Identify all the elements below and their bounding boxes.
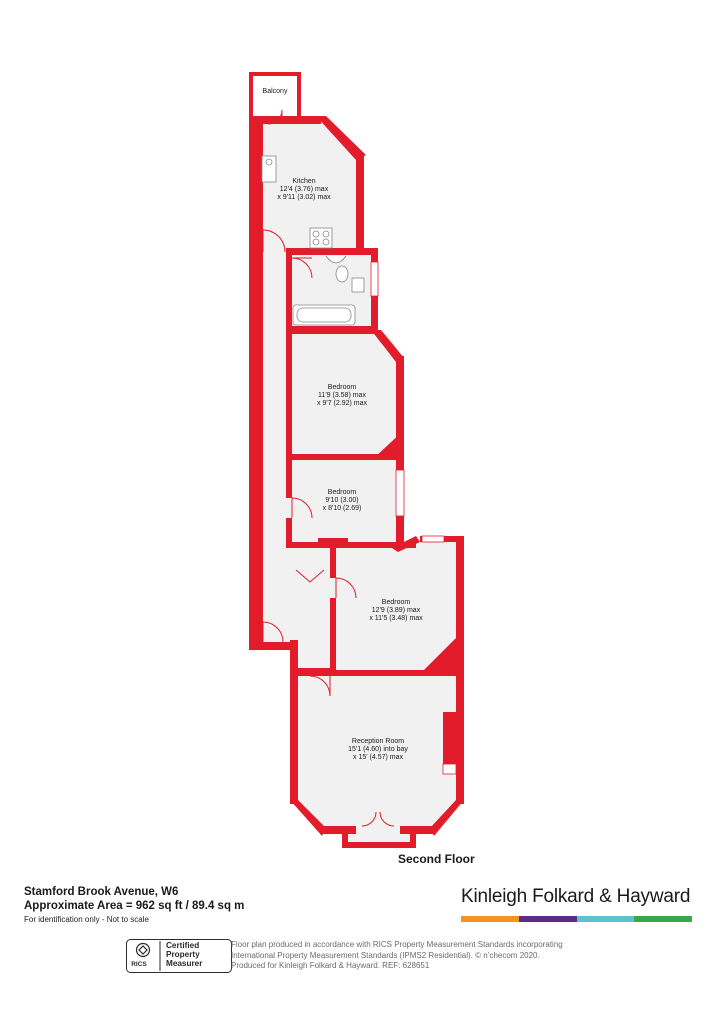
- standards-line: Floor plan produced in accordance with R…: [231, 940, 563, 949]
- rics-certified-line: Property: [166, 950, 200, 959]
- standards-line: Produced for Kinleigh Folkard & Hayward.…: [231, 961, 430, 970]
- brand-bar-cyan: [576, 916, 635, 922]
- room-name: Bedroom: [382, 599, 411, 606]
- fixtures: [261, 155, 365, 326]
- floor-area: [251, 74, 460, 846]
- windows: [370, 261, 457, 775]
- disclaimer: For identification only - Not to scale: [24, 915, 149, 924]
- room-dims: 9'10 (3.00): [325, 497, 358, 504]
- rics-certified-line: Certified: [166, 941, 200, 950]
- room-dims: x 11'5 (3.48) max: [369, 615, 423, 622]
- room-dims: 12'4 (3.76) max: [280, 186, 329, 193]
- room-dims: 11'9 (3.58) max: [318, 392, 366, 399]
- floor-plan: Balcony Kitchen 12'4 (3.76) max x 9'11 (…: [249, 72, 464, 848]
- rics-badge: [126, 939, 232, 973]
- standards-statement: Floor plan produced in accordance with R…: [231, 940, 611, 972]
- room-name: Bedroom: [328, 489, 357, 496]
- room-dims: 15'1 (4.60) into bay: [348, 746, 408, 753]
- brand-bar-green: [634, 916, 692, 922]
- room-dims: x 15' (4.57) max: [353, 754, 403, 761]
- walls: [249, 72, 464, 848]
- room-labels: Balcony Kitchen 12'4 (3.76) max x 9'11 (…: [263, 88, 424, 761]
- room-name: Kitchen: [292, 178, 315, 185]
- rics-certified-text: Certified Property Measurer: [166, 941, 202, 968]
- rics-acronym: RICS: [131, 961, 147, 968]
- room-dims: x 9'11 (3.02) max: [277, 194, 331, 201]
- room-dims: x 8'10 (2.69): [323, 505, 362, 512]
- property-area: Approximate Area = 962 sq ft / 89.4 sq m: [24, 900, 245, 912]
- room-dims: x 9'7 (2.92) max: [317, 400, 367, 407]
- doors: [262, 109, 395, 827]
- rics-certified-line: Measurer: [166, 959, 203, 968]
- brand-name: Kinleigh Folkard & Hayward: [461, 886, 691, 907]
- room-name: Balcony: [263, 88, 288, 95]
- room-dims: 12'9 (3.89) max: [372, 607, 421, 614]
- room-name: Reception Room: [352, 738, 404, 745]
- standards-line: International Property Measurement Stand…: [231, 950, 540, 960]
- brand-bar-purple: [518, 916, 577, 922]
- rics-emblem-icon: [135, 942, 151, 958]
- brand-bar-orange: [461, 916, 519, 922]
- floor-label: Second Floor: [398, 852, 475, 866]
- property-address: Stamford Brook Avenue, W6: [24, 886, 179, 898]
- room-name: Bedroom: [328, 384, 357, 391]
- brand-color-bar: [461, 916, 692, 922]
